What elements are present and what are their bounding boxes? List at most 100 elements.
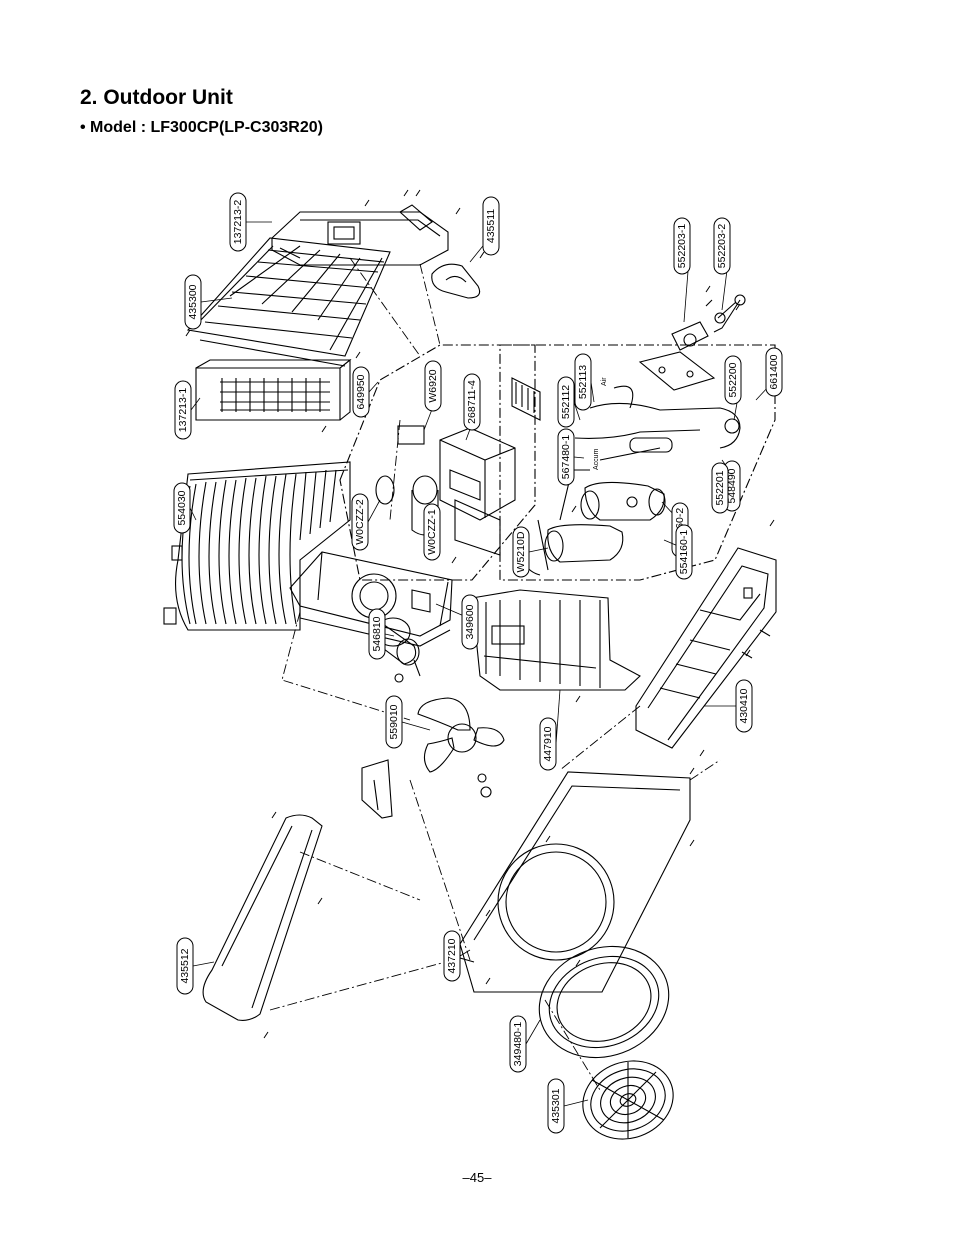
part-number-text: 552203-2 [716, 224, 728, 269]
part-number-text: 554030 [176, 490, 188, 525]
label-balloon [735, 679, 753, 733]
label-balloon [673, 217, 691, 275]
leader-line [555, 689, 561, 745]
label-balloon [765, 347, 783, 397]
label-balloon [424, 360, 442, 412]
part-number-text: W0CZZ-2 [354, 499, 366, 545]
part-number-text: 435511 [485, 209, 497, 243]
part-label-661400: 661400 [755, 347, 783, 401]
part-label-552201: 552201 [711, 462, 729, 514]
part-label-552203-2: 552203-2 [713, 217, 731, 311]
label-balloon [385, 695, 403, 749]
leader-line [367, 499, 381, 523]
leader-line [190, 397, 201, 411]
label-balloon [675, 524, 693, 580]
leader-line [563, 1099, 589, 1107]
part-number-text: 554160-1 [678, 530, 690, 575]
part-number-text: 552113 [577, 365, 589, 399]
leader-line [384, 633, 395, 637]
part-number-text: 430410 [738, 688, 750, 723]
label-balloon [482, 196, 500, 256]
part-number-text: 435300 [187, 284, 199, 319]
part-number-text: 552200 [727, 362, 739, 397]
model-subtitle: • Model : LF300CP(LP-C303R20) [80, 119, 323, 136]
leader-line [573, 456, 585, 459]
part-label-649950: 649950 [352, 366, 379, 418]
label-balloon [173, 482, 191, 534]
partition-plate-part [471, 589, 641, 691]
part-label-W0CZZ-1: W0CZZ-1 [423, 503, 441, 561]
assembly-lines [269, 257, 721, 1091]
leader-line [528, 547, 549, 553]
part-number-text: 437210 [446, 938, 458, 973]
part-number-text: 546810 [371, 616, 383, 651]
leader-line [189, 507, 197, 521]
part-number-text: 137213-1 [177, 388, 189, 433]
part-number-text: 349600 [464, 604, 476, 639]
label-balloon [368, 608, 386, 660]
label-balloon [351, 493, 369, 551]
part-label-552203-1: 552203-1 [673, 217, 691, 323]
part-label-546810: 546810 [368, 608, 395, 660]
condenser-coil-part [163, 461, 351, 631]
control-box-parts [375, 377, 541, 556]
label-balloon [509, 1015, 527, 1073]
part-number-labels: 137213-2 435511 435300 649950 137213-1 W6920 2… [173, 192, 783, 1134]
page-title: 2. Outdoor Unit [80, 86, 233, 109]
part-label-W6920: W6920 [423, 360, 442, 431]
label-balloon [711, 462, 729, 514]
accum-text: Accum [593, 448, 600, 470]
part-label-349480-1: 349480-1 [509, 1015, 541, 1073]
part-label-W0CZZ-2: W0CZZ-2 [351, 493, 381, 551]
label-balloon [557, 376, 575, 428]
propeller-fan-part [417, 697, 505, 798]
side-grille-part [186, 237, 391, 367]
part-label-137213-1: 137213-1 [174, 380, 201, 440]
part-label-552112: 552112 [557, 376, 581, 428]
label-balloon [724, 355, 742, 405]
label-balloon [176, 937, 194, 995]
part-number-text: 435512 [179, 948, 191, 983]
leader-line [459, 949, 471, 957]
part-label-268711-4: 268711-4 [463, 373, 481, 441]
part-label-435300: 435300 [184, 274, 233, 330]
label-balloon [174, 380, 192, 440]
air-text: Air [601, 377, 608, 386]
part-number-text: 268711-4 [466, 380, 478, 424]
leader-line [192, 961, 215, 967]
label-balloon [512, 526, 530, 578]
part-label-435511: 435511 [469, 196, 500, 263]
rear-panel-part [195, 358, 352, 421]
part-label-W5210D: W5210D [512, 526, 549, 578]
part-label-437210: 437210 [443, 930, 471, 982]
refrigerant-parts [517, 385, 741, 576]
label-balloon [184, 274, 202, 330]
leader-line [401, 721, 431, 731]
part-label-430410: 430410 [704, 679, 753, 733]
page-number: –45– [462, 1170, 492, 1185]
service-valves-part [671, 294, 746, 351]
top-cover-part [271, 204, 449, 266]
label-balloon [229, 192, 247, 252]
label-balloon [574, 353, 592, 411]
part-label-349600: 349600 [435, 594, 479, 650]
label-balloon [539, 717, 557, 771]
part-label-552113: 552113 [574, 353, 595, 411]
part-label-567480-1: 567480-1 [557, 428, 585, 486]
part-number-text: 661400 [768, 354, 780, 389]
refrigerant-cycle-outline [499, 344, 776, 581]
part-label-447910: 447910 [539, 689, 561, 771]
part-number-text: W0CZZ-1 [426, 509, 438, 555]
part-label-137213-2: 137213-2 [229, 192, 272, 252]
part-number-text: 137213-2 [232, 200, 244, 245]
label-balloon [463, 373, 481, 431]
label-balloon [352, 366, 370, 418]
valve-bracket-part [638, 351, 716, 391]
orifice-ring-part [538, 945, 670, 1059]
label-balloon [547, 1078, 565, 1134]
fan-guard-part [582, 1060, 674, 1140]
part-number-text: 559010 [388, 704, 400, 739]
leader-line [525, 1019, 541, 1045]
part-label-559010: 559010 [385, 695, 431, 749]
